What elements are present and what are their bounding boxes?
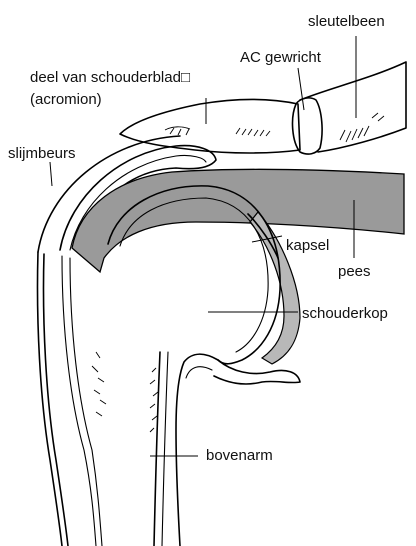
- ac-joint: [293, 98, 323, 154]
- label-capsule: kapsel: [286, 237, 329, 254]
- label-humeral-head: schouderkop: [302, 305, 388, 322]
- acromion-bone: [120, 100, 300, 154]
- clavicle-bone: [300, 62, 406, 152]
- leader-ac-joint: [298, 68, 304, 110]
- label-bursa: slijmbeurs: [8, 145, 76, 162]
- label-acromion-2: (acromion): [30, 91, 102, 108]
- joint-capsule: [248, 212, 300, 364]
- leader-bursa: [50, 162, 52, 186]
- label-ac-joint: AC gewricht: [240, 49, 322, 66]
- label-clavicle: sleutelbeen: [308, 13, 385, 30]
- label-acromion-1: deel van schouderblad□: [30, 69, 190, 86]
- label-upper-arm: bovenarm: [206, 447, 273, 464]
- label-tendon: pees: [338, 263, 371, 280]
